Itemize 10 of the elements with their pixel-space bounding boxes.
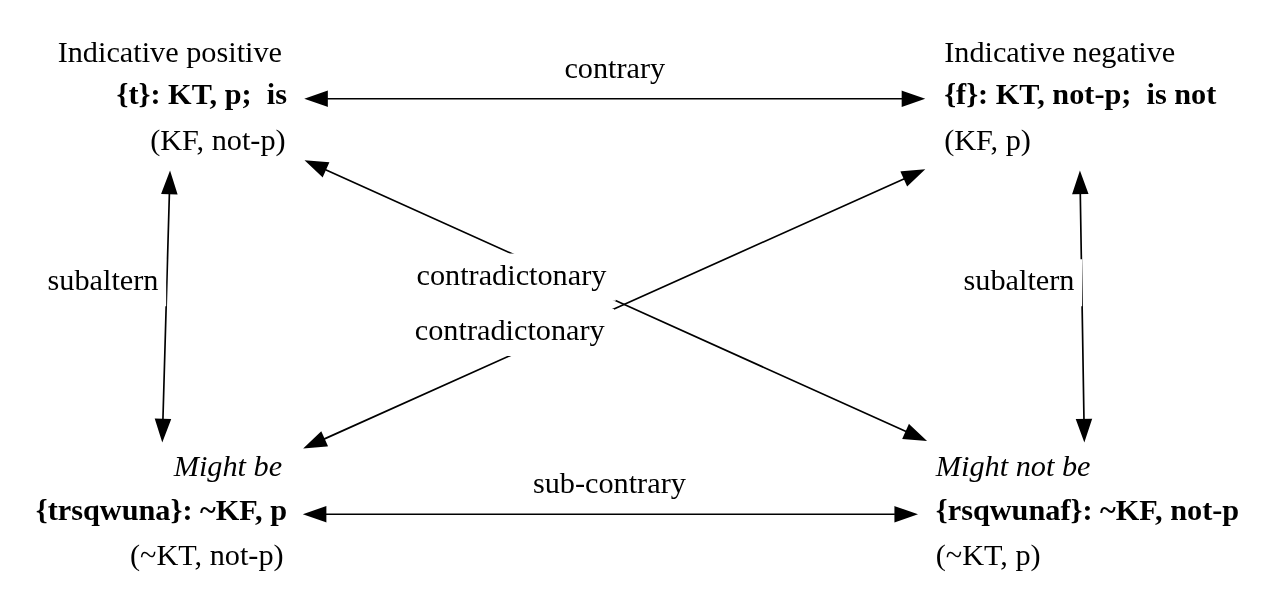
edge-label: sub-contrary [532,465,686,500]
node-text: Might not be {rsqwunaf}: ~KF, not-p (~KT, p) [935,448,1240,572]
edge-label: subaltern [963,262,1075,297]
edge-label: contradictonary [414,312,605,347]
edge-label: subaltern [47,262,159,297]
node-text: Indicative negative {f}: KT, not-p; is not (KF, p) [944,34,1217,157]
node-text: Indicative positive {t}: KT, p; is (KF, not-p) [57,34,287,157]
node-text: Might be {trsqwuna}: ~KF, p (~KT, not-p) [35,448,288,572]
edge-label: contrary [564,50,666,85]
edge-label: contradictonary [416,257,607,292]
